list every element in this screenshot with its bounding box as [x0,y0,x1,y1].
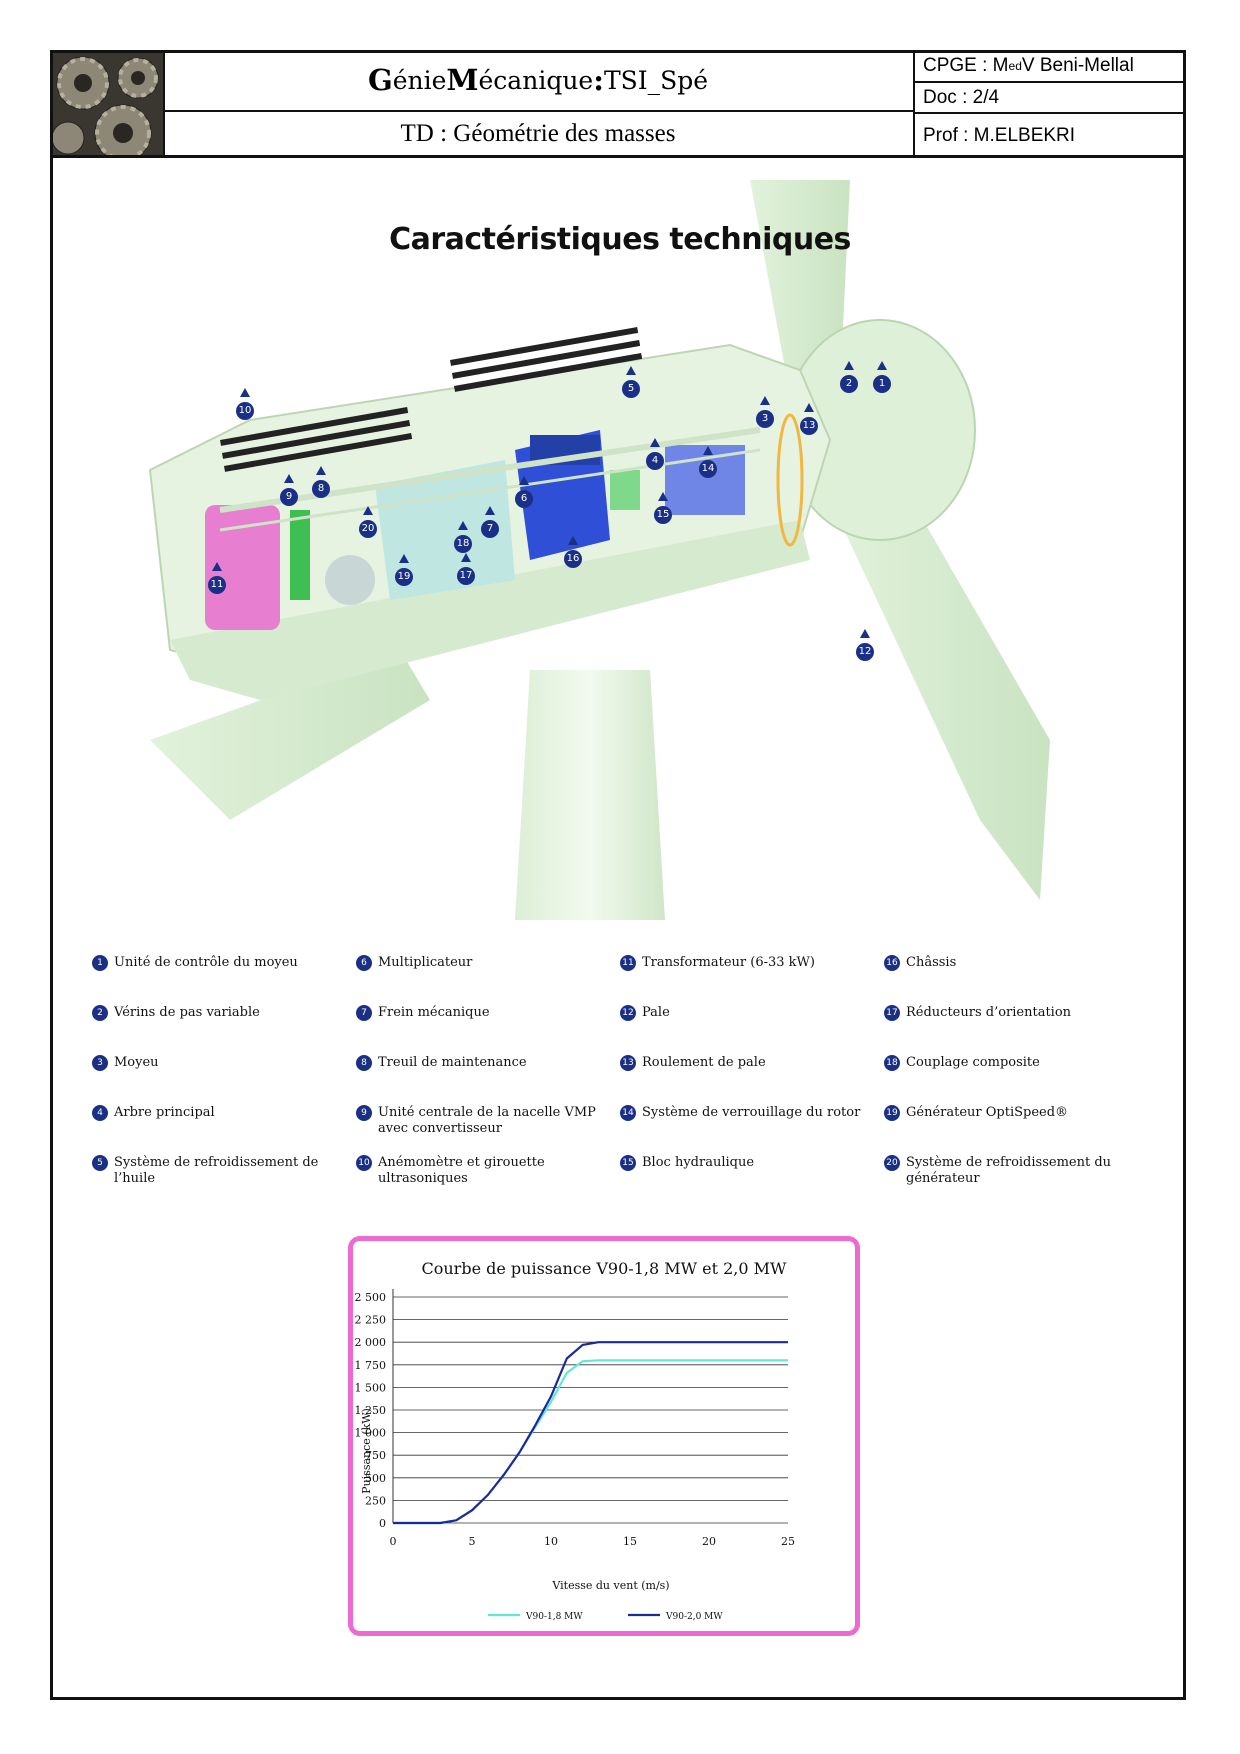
chart-title: Courbe de puissance V90-1,8 MW et 2,0 MW [422,1259,788,1278]
callout-12: 12 [856,629,874,661]
wind-turbine-illustration: 1 2 3 4 5 6 7 8 9 10 11 12 13 14 15 16 1… [110,180,1170,920]
x-tick-label: 20 [702,1535,716,1548]
power-curve-chart: Courbe de puissance V90-1,8 MW et 2,0 MW… [348,1236,860,1636]
x-tick-label: 0 [390,1535,397,1548]
callout-3: 3 [756,396,774,428]
y-tick-label: 250 [365,1494,386,1507]
x-tick-label: 5 [469,1535,476,1548]
x-axis-label: Vitesse du vent (m/s) [551,1579,669,1592]
series-line [393,1341,788,1525]
callout-19: 19 [395,554,413,586]
y-axis-label: Puissance (kW) [360,1408,373,1494]
legend-label: V90-1,8 MW [525,1612,583,1622]
y-tick-label: 2 500 [355,1291,387,1304]
doc-number: Doc : 2/4 [913,83,1186,114]
callout-1: 1 [873,361,891,393]
callout-4: 4 [646,438,664,470]
y-tick-label: 750 [365,1449,386,1462]
y-tick-label: 1 750 [355,1359,387,1372]
callout-20: 20 [359,506,377,538]
power-curve-svg: Courbe de puissance V90-1,8 MW et 2,0 MW… [355,1259,796,1622]
callout-16: 16 [564,536,582,568]
callout-10: 10 [236,388,254,420]
callout-15: 15 [654,492,672,524]
callout-18: 18 [454,521,472,553]
y-tick-label: 2 000 [355,1336,387,1349]
series-line [393,1359,788,1525]
legend-label: V90-2,0 MW [665,1612,723,1622]
callout-7: 7 [481,506,499,538]
gears-logo [53,53,165,157]
callout-13: 13 [800,403,818,435]
callout-11: 11 [208,562,226,594]
callout-5: 5 [622,366,640,398]
callout-9: 9 [280,474,298,506]
x-tick-label: 15 [623,1535,637,1548]
callout-17: 17 [457,553,475,585]
x-tick-label: 10 [544,1535,558,1548]
td-subtitle: TD : Géométrie des masses [163,110,915,157]
section-title: Caractéristiques techniques [389,222,851,257]
callout-2: 2 [840,361,858,393]
callout-6: 6 [515,476,533,508]
callout-8: 8 [312,466,330,498]
y-tick-label: 1 250 [355,1404,387,1417]
y-tick-label: 1 500 [355,1381,387,1394]
professor-name: Prof : M.ELBEKRI [923,124,1076,146]
callout-14: 14 [699,446,717,478]
x-tick-label: 25 [781,1535,795,1548]
header-divider [50,155,1186,158]
page-frame [50,50,1186,1700]
y-tick-label: 2 250 [355,1314,387,1327]
y-tick-label: 0 [379,1517,386,1530]
y-tick-label: 500 [365,1472,386,1485]
y-tick-label: 1 000 [355,1427,387,1440]
